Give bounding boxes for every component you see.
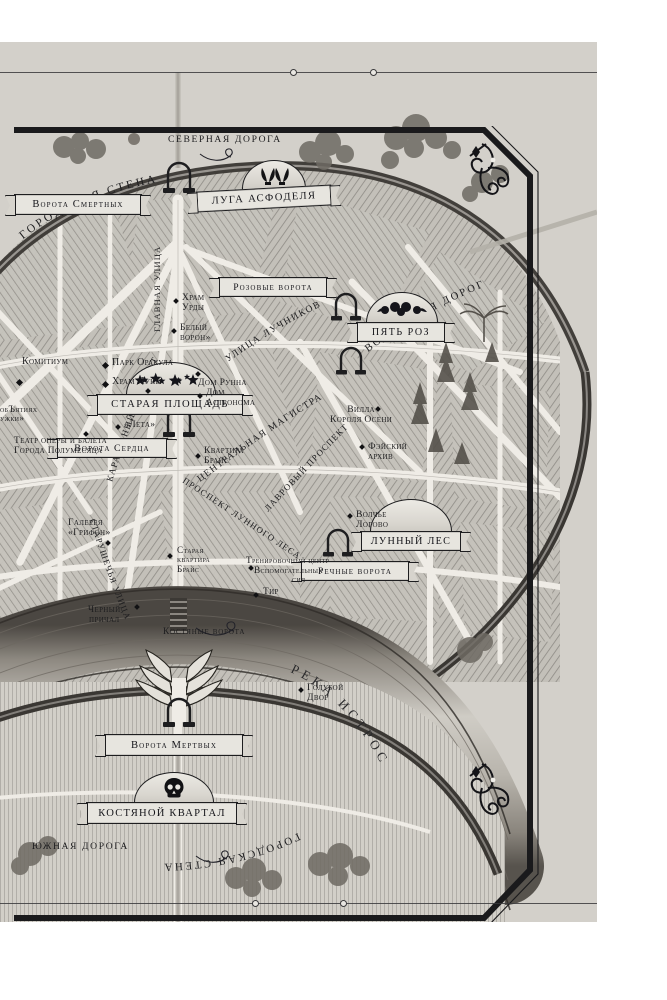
place-runn-house: Дом Рунна [198, 377, 247, 388]
hairline-bottom [0, 903, 597, 904]
place-comitium: Комитиум [22, 356, 69, 367]
banner-label: ПЯТЬ РОЗ [371, 326, 431, 338]
road-label-south: ЮЖНАЯ ДОРОГА [32, 841, 129, 852]
place-bone-gates: Костяные ворота [163, 627, 246, 637]
corner-flourish-bottom-right [469, 763, 510, 815]
banner-five-roses[interactable]: ПЯТЬ РОЗ [347, 322, 455, 343]
skull-icon [164, 778, 184, 798]
place-shooting-range: Тир [263, 587, 279, 597]
place-griffin-gallery: Галерея«Грифон» [68, 517, 111, 538]
road-label-north: СЕВЕРНАЯ ДОРОГА [168, 134, 282, 145]
banner-label: Розовые ворота [233, 281, 313, 293]
crescent-moon-icon [406, 506, 417, 528]
place-moon-temple: Храм Луны [112, 376, 163, 387]
banner-dead-gate[interactable]: Ворота Мертвых [95, 734, 253, 757]
asphodel-flower-icon [261, 168, 289, 185]
banner-label: КОСТЯНОЙ КВАРТАЛ [98, 807, 226, 819]
corner-flourish-top-right [469, 143, 510, 195]
banner-label: Ворота Смертных [32, 199, 124, 210]
map-plate: ГОРОДСКАЯ СТЕНА ГОРОДСКАЯ СТЕНА РЕКА ИСТ… [0, 42, 597, 922]
banner-moon-forest[interactable]: ЛУННЫЙ ЛЕС [351, 531, 471, 552]
hairline-dot-top-b [370, 69, 377, 76]
hairline-dot-bottom-b [340, 900, 347, 907]
banner-rose-gate[interactable]: Розовые ворота [209, 277, 337, 298]
banner-label: ЛУГА АСФОДЕЛЯ [211, 190, 317, 207]
place-lethe: «Лета» [124, 419, 156, 430]
roses-icon [377, 302, 427, 316]
banner-label: ЛУННЫЙ ЛЕС [370, 535, 452, 547]
place-oracle-park: Парк Оракула [112, 357, 174, 368]
banner-mortal-gate[interactable]: Ворота Смертных [5, 194, 151, 216]
hairline-dot-top-a [290, 69, 297, 76]
banner-label: Ворота Мертвых [131, 739, 217, 751]
hairline-dot-bottom-a [252, 900, 259, 907]
banner-bone-quarter[interactable]: КОСТЯНОЙ КВАРТАЛ [77, 802, 247, 825]
hairline-top [0, 72, 597, 73]
